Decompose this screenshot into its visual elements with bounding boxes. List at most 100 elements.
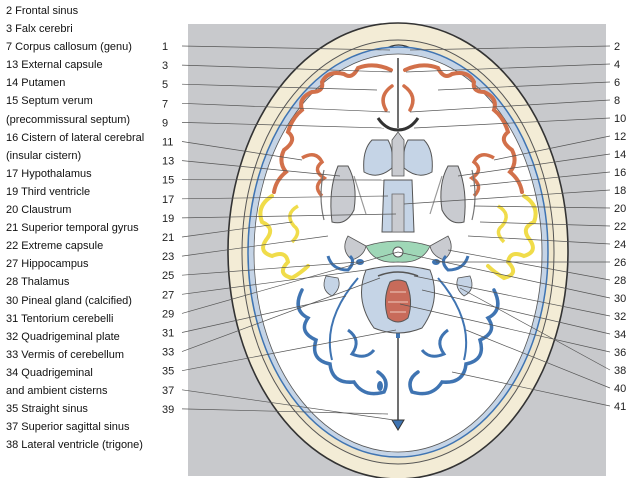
structure-number-label: 36	[614, 347, 626, 359]
superior-temporal-gyrus-left	[288, 204, 300, 244]
legend-entry: 16 Cistern of lateral cerebral	[6, 131, 145, 144]
legend-entry: and ambient cisterns	[6, 384, 108, 397]
structure-number-label: 25	[162, 270, 174, 282]
legend-entry: 27 Hippocampus	[6, 258, 89, 271]
structure-number-label: 33	[162, 347, 174, 359]
superior-sagittal-sinus	[391, 419, 405, 431]
structure-number-label: 14	[614, 149, 626, 161]
structure-number-label: 5	[162, 79, 168, 91]
occipital-cortex-left	[296, 288, 388, 396]
leader-line	[397, 251, 611, 299]
leader-line	[437, 81, 611, 91]
structure-number-label: 41	[614, 401, 626, 413]
legend-entry: 33 Vermis of cerebellum	[6, 348, 124, 361]
leader-line	[399, 303, 611, 353]
leader-line	[413, 275, 611, 317]
legend-entry: 2 Frontal sinus	[6, 5, 79, 17]
legend-entry: 38 Lateral ventricle (trigone)	[6, 439, 143, 452]
structure-number-label: 31	[162, 328, 174, 340]
leader-line	[479, 221, 611, 227]
legend-entry: 35 Straight sinus	[6, 403, 88, 416]
structure-number-label: 7	[162, 98, 168, 110]
legend-entry: (insular cistern)	[6, 149, 82, 162]
vermis-folia	[388, 291, 408, 313]
structure-number-label: 23	[162, 251, 174, 263]
leader-line	[181, 102, 391, 113]
structure-number-label: 37	[162, 385, 174, 397]
leader-line	[181, 64, 393, 73]
structure-number-label: 10	[614, 113, 626, 125]
leader-line	[181, 141, 303, 161]
leader-line	[409, 99, 611, 113]
structure-number-label: 38	[614, 365, 626, 377]
internal-capsule-left	[353, 175, 367, 215]
superior-temporal-gyrus-right	[496, 204, 508, 244]
blue-marker-occipital	[377, 381, 383, 391]
insular-cortex-right	[468, 153, 495, 198]
legend-entry: 21 Superior temporal gyrus	[6, 222, 139, 235]
leader-line	[181, 389, 395, 421]
legend-entry: 22 Extreme capsule	[6, 240, 104, 253]
structure-number-label: 32	[614, 311, 626, 323]
leader-line	[421, 289, 611, 335]
structure-number-label: 39	[162, 404, 174, 416]
legend-entry: 7 Corpus callosum (genu)	[6, 41, 132, 54]
structure-number-label: 17	[162, 194, 174, 206]
leader-line	[469, 171, 611, 187]
structure-number-label: 2	[614, 41, 620, 53]
leader-line	[457, 153, 611, 177]
structure-number-label: 12	[614, 131, 626, 143]
putamen-left	[330, 165, 356, 224]
frontal-gyrus-medial-right	[402, 84, 415, 112]
leader-line	[181, 195, 389, 200]
leader-line	[409, 45, 611, 51]
legend-entry: 13 External capsule	[6, 59, 103, 72]
leader-line	[181, 83, 378, 91]
internal-capsule-right	[429, 175, 443, 215]
hippocampus-left	[326, 254, 355, 272]
frontal-cortex-left	[272, 63, 393, 194]
structure-number-label: 35	[162, 366, 174, 378]
leader-line	[403, 189, 611, 205]
leader-line	[181, 269, 367, 295]
leader-line	[181, 235, 329, 257]
insular-cortex-left	[301, 153, 328, 198]
leader-line	[181, 261, 359, 276]
lateral-ventricle-frontal-horn-right	[403, 139, 433, 176]
structure-number-label: 28	[614, 275, 626, 287]
structure-number-label: 16	[614, 167, 626, 179]
leader-line	[181, 122, 385, 129]
legend-entry: 17 Hypothalamus	[6, 167, 92, 180]
structure-number-label: 20	[614, 203, 626, 215]
leader-line	[447, 249, 611, 281]
leader-line	[181, 295, 347, 333]
leader-line	[405, 63, 611, 73]
structure-number-label: 27	[162, 289, 174, 301]
legend-entry: 14 Putamen	[6, 77, 66, 90]
leader-line	[467, 235, 611, 245]
septum-verum	[391, 131, 405, 177]
structure-number-label: 26	[614, 257, 626, 269]
legend-entry: 37 Superior sagittal sinus	[6, 421, 130, 434]
frontal-gyrus-medial-left	[381, 84, 394, 112]
legend-entry: 31 Tentorium cerebelli	[6, 312, 114, 325]
quadrigeminal-plate	[377, 271, 419, 277]
occipital-cortex-right	[408, 288, 500, 396]
hypothalamus	[391, 193, 405, 233]
structure-number-label: 19	[162, 213, 174, 225]
leader-line	[181, 213, 397, 219]
legend-entry: 15 Septum verum	[6, 95, 93, 108]
tentorium-cerebelli	[328, 277, 468, 361]
structure-number-label: 22	[614, 221, 626, 233]
temporal-cortex-right	[486, 194, 538, 281]
leader-line	[413, 117, 611, 129]
structure-number-label: 4	[614, 59, 620, 71]
leader-line	[181, 45, 391, 51]
frontal-cortex-right	[403, 63, 524, 194]
leader-line	[181, 251, 399, 314]
occipital-gyri-left	[347, 328, 376, 358]
leader-line	[181, 221, 293, 238]
structure-number-label: 21	[162, 232, 174, 244]
